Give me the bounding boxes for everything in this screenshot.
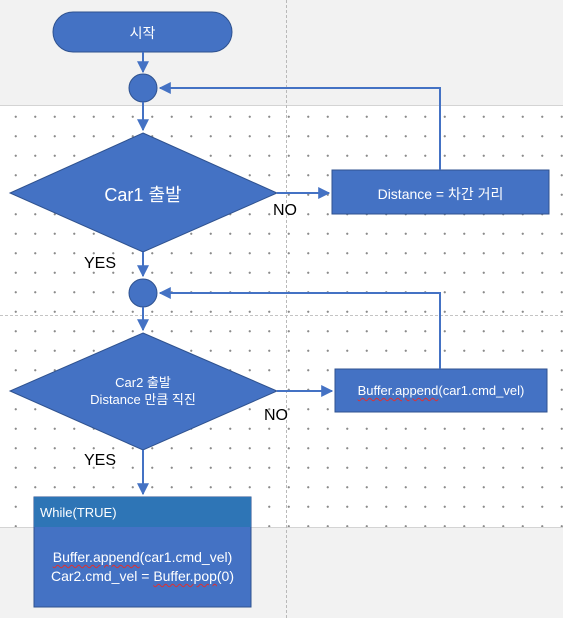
- decision2-line2: Distance 만큼 직진: [90, 392, 196, 407]
- yes-label-2: YES: [84, 452, 117, 469]
- process1-box[interactable]: [331, 169, 550, 215]
- loop-body-line2: Car2.cmd_vel = Buffer.pop(0): [34, 567, 251, 586]
- merge-node-2[interactable]: [128, 278, 158, 308]
- connector-process1-loopback: [158, 82, 441, 170]
- loop-body-line1: Buffer.append(car1.cmd_vel): [34, 548, 251, 567]
- loop-body: Buffer.append(car1.cmd_vel) Car2.cmd_vel…: [34, 548, 251, 586]
- merge-node-1[interactable]: [128, 73, 158, 103]
- vertical-guide: [286, 0, 287, 618]
- process2-box[interactable]: [334, 368, 548, 413]
- decision1-label: Car1 출발: [104, 185, 182, 205]
- loop-buffer-word-1: Buffer.append: [52, 549, 140, 565]
- decision2-label: Car2 출발 Distance 만큼 직진: [50, 374, 236, 408]
- loop-header-label: While(TRUE): [40, 505, 117, 520]
- decision2-line1: Car2 출발: [115, 375, 171, 390]
- no-label-2: NO: [264, 407, 288, 424]
- connector-process2-loopback: [158, 287, 441, 369]
- loop-buffer-word-2: Buffer.pop: [153, 568, 217, 584]
- process2-buffer-word: Buffer.append: [357, 383, 439, 398]
- process2-label: Buffer.append(car1.cmd_vel): [335, 383, 547, 398]
- process2-args: (car1.cmd_vel): [438, 383, 525, 398]
- start-label: 시작: [129, 25, 156, 41]
- yes-label-1: YES: [84, 255, 117, 272]
- process1-label: Distance = 차간 거리: [377, 186, 504, 202]
- page-edge-bottom: [0, 527, 563, 528]
- loop-line1-args: (car1.cmd_vel): [139, 549, 233, 565]
- horizontal-guide: [0, 315, 563, 316]
- loop-header: [34, 497, 251, 527]
- loop-line2-args: (0): [216, 568, 235, 584]
- no-label-1: NO: [273, 202, 297, 219]
- page-edge-top: [0, 105, 563, 106]
- loop-line2-prefix: Car2.cmd_vel =: [50, 568, 154, 584]
